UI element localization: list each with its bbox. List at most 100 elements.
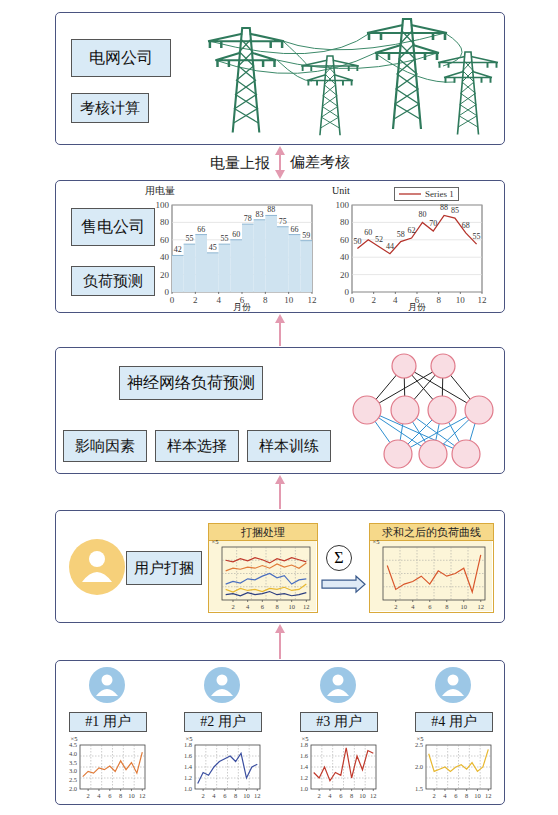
chart-box: 打捆处理 — [208, 523, 318, 613]
grid-line — [352, 205, 482, 206]
bar — [254, 220, 266, 292]
bar-top — [289, 234, 301, 235]
y-tick: 1.4 — [184, 764, 192, 771]
grid-company-panel: 电网公司考核计算 — [55, 12, 505, 145]
x-tick: 10 — [474, 792, 481, 799]
arrow-head — [275, 146, 285, 155]
x-tick: 10 — [359, 792, 366, 799]
chart-ground — [369, 523, 492, 611]
x-tick: 4 — [97, 792, 100, 799]
node-text: #4 用户 — [431, 715, 477, 729]
tick-mark — [395, 292, 396, 294]
bar-value: 83 — [256, 211, 264, 219]
grid-line — [383, 560, 485, 561]
grid-line — [352, 239, 482, 240]
bar — [277, 227, 289, 292]
point-value: 88 — [440, 204, 448, 212]
bar-value: 66 — [197, 226, 205, 234]
axis-caption: ×5 — [212, 539, 219, 546]
grid-line — [80, 756, 145, 757]
grid-line — [195, 756, 260, 757]
tick-mark — [488, 789, 489, 791]
users-panel: #1 用户#2 用户#3 用户#4 用户 — [55, 660, 505, 805]
x-tick: 10 — [288, 603, 295, 610]
y-tick: 2.0 — [415, 764, 423, 771]
tick-mark — [480, 600, 481, 602]
bar-value: 60 — [232, 231, 240, 239]
x-tick: 6 — [223, 792, 226, 799]
user-label: #2 用户 — [184, 712, 262, 732]
grid-line — [222, 573, 310, 574]
tick-mark — [224, 789, 225, 791]
tick-mark — [434, 789, 435, 791]
connector — [275, 475, 285, 509]
x-tick: 12 — [485, 792, 492, 799]
x-tick: 10 — [128, 792, 135, 799]
series-line — [226, 574, 307, 585]
node-text: 打捆处理 — [209, 524, 317, 541]
node-text: 神经网络负荷预测 — [127, 375, 255, 391]
y-tick: 4.0 — [69, 751, 77, 758]
point-value: 60 — [364, 229, 372, 237]
x-tick: 2 — [318, 792, 321, 799]
series-line — [387, 555, 481, 592]
y-tick: 100 — [156, 201, 170, 210]
tick-mark — [98, 789, 99, 791]
bar-top — [242, 224, 254, 225]
node-text: 用户打捆 — [134, 561, 194, 576]
node-text: #2 用户 — [200, 715, 246, 729]
x-tick: 6 — [261, 603, 264, 610]
grid-line — [426, 756, 491, 757]
tick-mark — [291, 600, 292, 602]
bar-top — [265, 215, 277, 216]
series-line — [226, 584, 307, 592]
tick-mark — [277, 600, 278, 602]
y-tick: 1.8 — [300, 742, 308, 749]
tick-mark — [257, 789, 258, 791]
tick-mark — [362, 789, 363, 791]
x-tick: 4 — [328, 792, 331, 799]
plot-frame — [172, 205, 312, 292]
bar — [265, 215, 277, 292]
tick-mark — [265, 292, 266, 294]
tick-mark — [446, 600, 447, 602]
plot-frame — [222, 547, 310, 600]
tick-mark — [412, 600, 413, 602]
tick-mark — [247, 600, 248, 602]
series-line — [83, 752, 143, 777]
point-value: 80 — [418, 211, 426, 219]
axis-caption: ×5 — [373, 539, 380, 546]
series-line — [198, 753, 258, 783]
bar-value: 88 — [267, 206, 275, 214]
x-tick: 2 — [371, 296, 376, 305]
y-tick: 1.8 — [184, 742, 192, 749]
connector-line — [279, 154, 281, 171]
plot-frame — [80, 745, 145, 789]
step-box: 样本选择 — [155, 430, 239, 462]
grid-line — [172, 222, 312, 223]
process-box: 用户打捆 — [126, 551, 202, 585]
bar-value: 45 — [209, 244, 217, 252]
bar — [230, 240, 242, 292]
point-value: 50 — [353, 238, 361, 246]
point-value: 68 — [462, 222, 470, 230]
user-label: #4 用户 — [415, 712, 493, 732]
tick-mark — [120, 789, 121, 791]
series-line — [357, 215, 476, 253]
bar-value: 66 — [291, 226, 299, 234]
y-tick: 1.5 — [415, 786, 423, 793]
y-tick: 3.0 — [69, 768, 77, 775]
plot-frame — [352, 205, 482, 292]
series-line — [226, 592, 307, 596]
grid-line — [352, 257, 482, 258]
tick-mark — [233, 600, 234, 602]
y-tick: 60 — [340, 235, 349, 244]
x-tick: 12 — [370, 792, 377, 799]
connector-line — [279, 483, 281, 509]
grid-line — [311, 767, 376, 768]
x-tick: 4 — [443, 792, 446, 799]
grid-line — [227, 745, 228, 789]
node-text: 考核计算 — [80, 101, 140, 116]
chart-ground — [208, 523, 316, 611]
y-tick: 20 — [160, 270, 169, 279]
